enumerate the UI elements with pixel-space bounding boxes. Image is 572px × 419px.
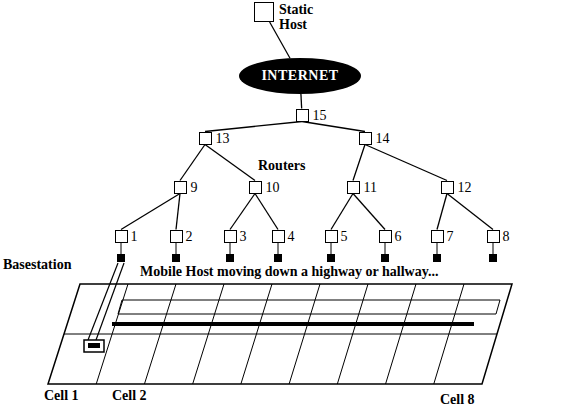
router-box: 9 [174, 181, 187, 194]
network-link [180, 145, 205, 181]
cell-divider [434, 284, 464, 384]
network-label: INTERNET [261, 68, 338, 84]
router-box: 3 [224, 230, 237, 243]
cell-divider [289, 284, 320, 384]
internet-cloud: INTERNET [239, 58, 361, 94]
router-box: 12 [441, 181, 454, 194]
router-number: 8 [503, 229, 510, 244]
radio-link [88, 263, 124, 340]
cell-divider [386, 284, 416, 384]
caption-note: Mobile Host moving down a highway or hal… [140, 264, 438, 280]
router-number: 6 [395, 229, 402, 244]
network-link [447, 194, 493, 230]
cell-divider [337, 284, 368, 384]
router-number: 7 [447, 229, 454, 244]
cell-divider [193, 284, 224, 384]
cell-label: Cell 8 [440, 392, 475, 408]
router-number: 14 [376, 131, 390, 146]
network-link [353, 194, 385, 230]
router-number: 11 [364, 180, 377, 195]
router-box: 1 [115, 230, 128, 243]
router-box: 7 [431, 230, 444, 243]
basestation-links [121, 243, 493, 254]
basestation-label: Basestation [3, 257, 71, 273]
mobile-host-car [84, 340, 104, 352]
network-link [300, 94, 302, 109]
router-box: 13 [199, 132, 212, 145]
router-box: 10 [249, 181, 262, 194]
cell-divider [241, 284, 272, 384]
cell-divider [144, 284, 176, 384]
network-link [365, 145, 447, 181]
router-box: 11 [347, 181, 360, 194]
host-label: Static Host [279, 2, 325, 32]
network-link [302, 122, 365, 132]
router-box: 2 [170, 230, 183, 243]
router-box: 4 [272, 230, 285, 243]
router-number: 1 [131, 229, 138, 244]
router-number: 15 [313, 108, 327, 123]
router-box: 5 [325, 230, 338, 243]
network-link [176, 194, 180, 230]
network-link [230, 194, 255, 230]
router-box: 15 [296, 109, 309, 122]
network-link [331, 194, 353, 230]
group-label: Routers [258, 158, 305, 174]
router-number: 5 [341, 229, 348, 244]
network-link [205, 122, 302, 132]
cell-label: Cell 1 [44, 388, 79, 404]
network-link [255, 194, 278, 230]
router-number: 13 [216, 131, 230, 146]
network-link [437, 194, 447, 230]
router-number: 3 [240, 229, 247, 244]
router-number: 2 [186, 229, 193, 244]
cell-label: Cell 2 [112, 388, 147, 404]
router-number: 12 [458, 180, 472, 195]
cell-divider [96, 284, 128, 384]
router-number: 10 [266, 180, 280, 195]
cell-plane [48, 284, 512, 384]
router-box: 14 [359, 132, 372, 145]
basestation-symbol [117, 254, 497, 262]
host-box: Static Host [254, 2, 274, 22]
network-link [353, 145, 365, 181]
router-number: 4 [288, 229, 295, 244]
network-link [205, 145, 255, 181]
router-box: 8 [487, 230, 500, 243]
network-link [121, 194, 180, 230]
router-box: 6 [379, 230, 392, 243]
router-number: 9 [191, 180, 198, 195]
